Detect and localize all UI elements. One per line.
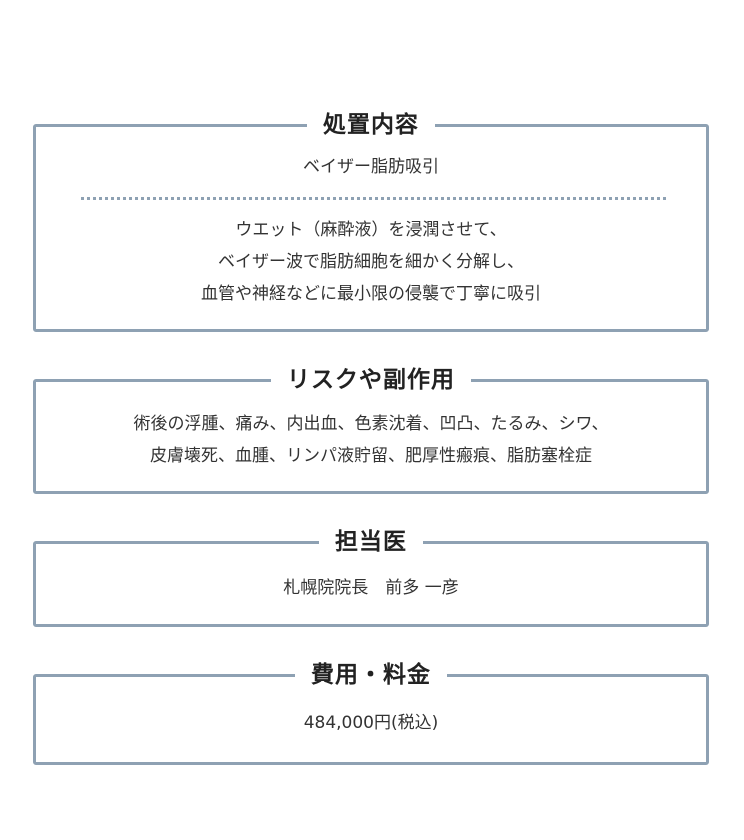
doctor-name: 札幌院院長 前多 一彦 bbox=[283, 578, 459, 598]
price-title: 費用・料金 bbox=[295, 660, 447, 690]
treatment-title: 処置内容 bbox=[307, 110, 435, 140]
doctor-section: 担当医 札幌院院長 前多 一彦 bbox=[33, 527, 709, 627]
risks-line: 術後の浮腫、痛み、内出血、色素沈着、凹凸、たるみ、シワ、 bbox=[133, 414, 609, 434]
risks-line: 皮膚壊死、血腫、リンパ液貯留、肥厚性瘢痕、脂肪塞栓症 bbox=[150, 446, 592, 466]
treatment-section: 処置内容 ベイザー脂肪吸引 ウエット（麻酔液）を浸潤させて、 ベイザー波で脂肪細… bbox=[33, 110, 709, 332]
treatment-description-line: ウエット（麻酔液）を浸潤させて、 bbox=[235, 220, 507, 240]
risks-title: リスクや副作用 bbox=[271, 365, 471, 395]
doctor-title: 担当医 bbox=[319, 527, 423, 557]
treatment-description-line: ベイザー波で脂肪細胞を細かく分解し、 bbox=[218, 252, 524, 272]
risks-section: リスクや副作用 術後の浮腫、痛み、内出血、色素沈着、凹凸、たるみ、シワ、 皮膚壊… bbox=[33, 365, 709, 494]
dotted-divider bbox=[81, 197, 666, 200]
treatment-description-line: 血管や神経などに最小限の侵襲で丁寧に吸引 bbox=[201, 284, 541, 304]
price-amount: 484,000円(税込) bbox=[303, 713, 439, 733]
treatment-name: ベイザー脂肪吸引 bbox=[303, 157, 439, 177]
price-section: 費用・料金 484,000円(税込) bbox=[33, 660, 709, 765]
